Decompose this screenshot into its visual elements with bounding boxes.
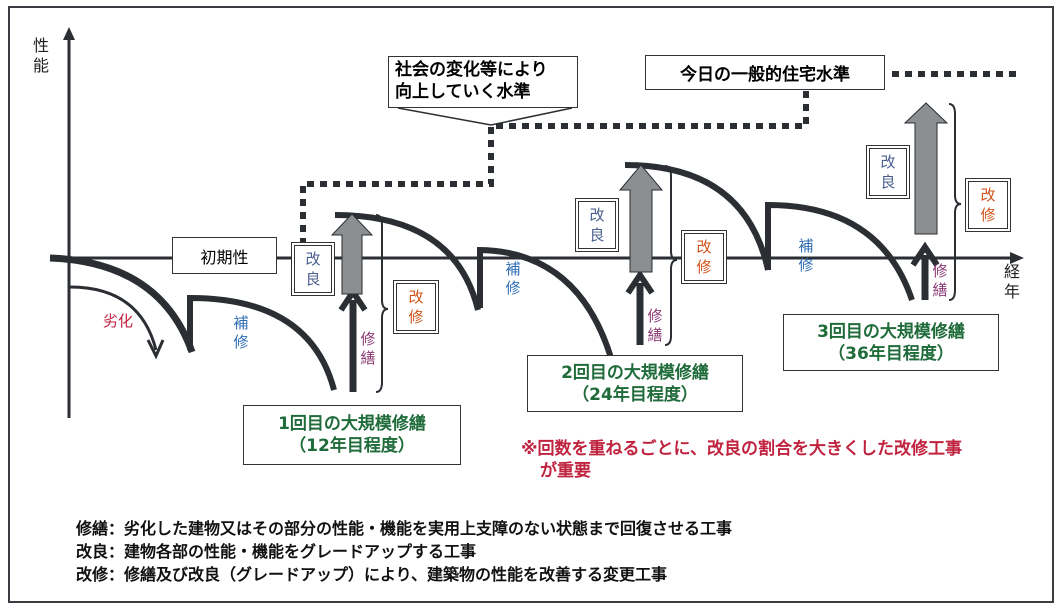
shuzen-label-1: 修繕 [360, 330, 376, 367]
x-axis-label: 経年 [1003, 262, 1020, 301]
repair-box-2: 2回目の大規模修繕 （24年目程度） [527, 355, 743, 412]
repair-sub-2: （24年目程度） [572, 384, 698, 405]
x-axis-arrowhead [1010, 252, 1024, 264]
social-level-line [300, 83, 809, 245]
repair-box-3: 3回目の大規模修繕 （36年目程度） [783, 314, 999, 371]
shuzen-arrowhead-3 [910, 241, 940, 267]
social-level-callout: 社会の変化等により 向上していく水準 [388, 56, 578, 108]
initial-performance-label: 初期性 [200, 247, 249, 267]
kairyo-box-1: 改良 [291, 242, 335, 296]
deterioration-label: 劣化 [103, 312, 134, 330]
definition-kairyo: 改良：建物各部の性能・機能をグレードアップする工事 [76, 542, 477, 561]
repair-box-1: 1回目の大規模修繕 （12年目程度） [243, 405, 461, 465]
kaishu-box-1: 改修 [393, 280, 439, 334]
repair-curve-2 [477, 246, 621, 386]
initial-performance-box: 初期性 [172, 237, 277, 274]
today-level-box: 今日の一般的住宅水準 [645, 55, 885, 90]
repair-sub-1: （12年目程度） [289, 436, 415, 456]
kaishu-box-2: 改修 [681, 230, 727, 284]
repair-sub-3: （36年目程度） [828, 343, 954, 364]
repair-title-1: 1回目の大規模修繕 [278, 414, 426, 434]
curve-after-repair-2 [624, 162, 771, 271]
brace-3 [948, 103, 962, 301]
repair-title-2: 2回目の大規模修繕 [561, 362, 709, 383]
repair-curve-1 [187, 294, 337, 391]
degradation-curve-1 [49, 254, 196, 354]
social-level-line2: 向上していく水準 [395, 82, 531, 102]
today-level-label: 今日の一般的住宅水準 [680, 65, 850, 85]
kairyo-box-2: 改良 [575, 198, 619, 252]
y-axis-arrowhead [63, 27, 75, 40]
kairyo-label-1: 改良 [305, 250, 321, 288]
note-line-1: ※回数を重ねるごとに、改良の割合を大きくした改修工事 [521, 439, 963, 459]
note-line-2: が重要 [540, 461, 591, 481]
kaishu-label-3: 改修 [980, 186, 996, 224]
kaishu-label-1: 改修 [408, 288, 424, 326]
kairyo-arrow-3 [903, 102, 949, 235]
definition-kaishu: 改修：修繕及び改良（グレードアップ）により、建築物の性能を改善する変更工事 [76, 565, 668, 584]
hoshu-label-2: 補修 [505, 260, 521, 297]
kairyo-arrow-1 [330, 213, 374, 295]
curve-after-repair-1 [334, 212, 481, 311]
kairyo-label-2: 改良 [589, 206, 605, 244]
shuzen-label-3: 修繕 [932, 262, 948, 299]
kairyo-label-3: 改良 [880, 153, 896, 191]
y-axis-label: 性能 [32, 36, 49, 75]
hoshu-label-1: 補修 [233, 314, 249, 351]
kairyo-box-3: 改良 [866, 145, 910, 199]
brace-2 [664, 165, 678, 346]
shuzen-label-2: 修繕 [647, 307, 663, 344]
repair-curve-3 [765, 201, 915, 301]
deterioration-arrow [69, 285, 158, 351]
callout-pointer [397, 107, 573, 126]
kairyo-arrow-2 [618, 164, 664, 273]
hoshu-label-3: 補修 [798, 237, 814, 274]
brace-1 [375, 214, 389, 393]
social-level-line1: 社会の変化等により [395, 60, 548, 80]
kaishu-label-2: 改修 [696, 238, 712, 276]
shuzen-arrowhead-2 [625, 269, 655, 295]
kaishu-box-3: 改修 [965, 178, 1011, 232]
diagram-frame [8, 6, 1054, 603]
repair-title-3: 3回目の大規模修繕 [817, 321, 965, 342]
deterioration-arrowhead [146, 339, 165, 360]
definition-shuzen: 修繕：劣化した建物又はその部分の性能・機能を実用上支障のない状態まで回復させる工… [76, 519, 733, 538]
